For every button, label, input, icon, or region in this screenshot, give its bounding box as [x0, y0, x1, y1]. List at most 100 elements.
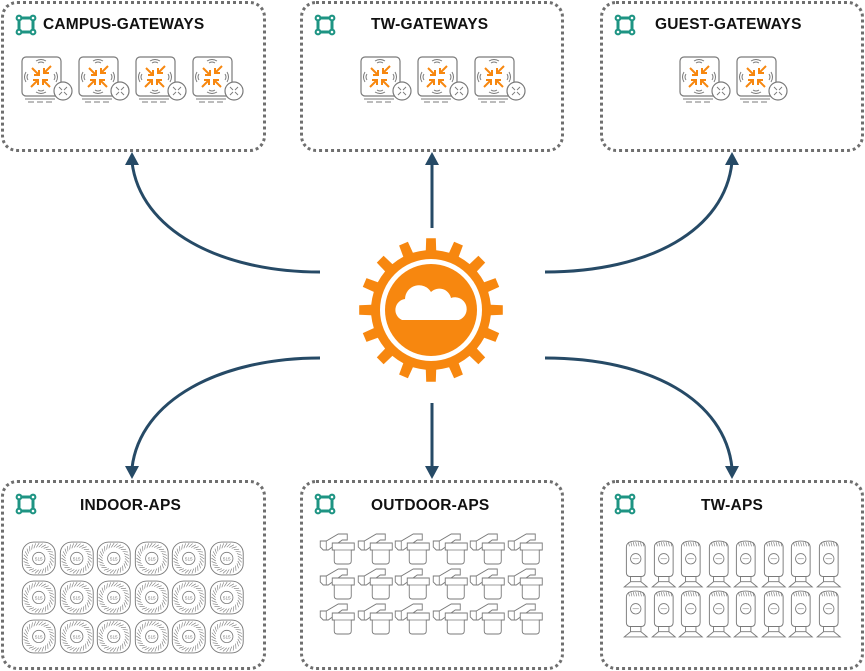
svg-text:515: 515 — [223, 635, 231, 640]
gateway-device-icon — [472, 54, 528, 104]
teleworker-ap-device-icon — [815, 539, 843, 589]
group-panel-guest-gateways[interactable]: GUEST-GATEWAYS — [600, 1, 864, 152]
outdoor-ap-device-icon — [431, 565, 469, 600]
indoor-ap-device-icon: 515 — [21, 580, 59, 617]
group-icon — [15, 14, 37, 36]
indoor-ap-device-icon: 515 — [209, 580, 247, 617]
group-panel-tw-gateways[interactable]: TW-GATEWAYS — [300, 1, 564, 152]
teleworker-ap-device-icon — [650, 539, 678, 589]
outdoor-ap-device-icon — [393, 530, 431, 565]
outdoor-ap-device-icon — [506, 530, 544, 565]
group-icon — [15, 493, 37, 515]
outdoor-ap-device-icon — [468, 530, 506, 565]
group-title: TW-APS — [701, 497, 764, 514]
svg-text:515: 515 — [223, 557, 231, 562]
svg-text:515: 515 — [148, 635, 156, 640]
svg-text:515: 515 — [73, 596, 81, 601]
teleworker-ap-device-icon — [760, 589, 788, 639]
gateway-device-icon — [415, 54, 471, 104]
svg-text:515: 515 — [110, 635, 118, 640]
indoor-ap-device-icon: 515 — [134, 541, 172, 578]
arrowhead-outdoor-aps — [425, 466, 439, 479]
arrowhead-indoor-aps — [125, 466, 139, 479]
teleworker-ap-device-icon — [705, 539, 733, 589]
outdoor-ap-device-icon — [468, 600, 506, 635]
svg-text:515: 515 — [223, 596, 231, 601]
indoor-ap-device-icon: 515 — [96, 619, 134, 656]
device-grid — [358, 54, 528, 104]
group-panel-outdoor-aps[interactable]: OUTDOOR-APS — [300, 480, 564, 670]
indoor-ap-device-icon: 515 — [59, 619, 97, 656]
gateway-device-icon — [190, 54, 246, 104]
gateway-device-icon — [76, 54, 132, 104]
teleworker-ap-device-icon — [650, 589, 678, 639]
arrow-to-guest-gateways — [544, 161, 734, 274]
teleworker-ap-device-icon — [622, 589, 650, 639]
teleworker-ap-device-icon — [787, 589, 815, 639]
arrow-to-campus-gateways — [130, 161, 321, 274]
arrowhead-campus-gateways — [125, 152, 139, 165]
outdoor-ap-device-icon — [431, 600, 469, 635]
device-grid — [622, 539, 842, 639]
cloud-icon — [395, 285, 467, 320]
svg-text:515: 515 — [73, 635, 81, 640]
indoor-ap-device-icon: 515 — [96, 580, 134, 617]
svg-text:515: 515 — [148, 596, 156, 601]
svg-text:515: 515 — [73, 557, 81, 562]
indoor-ap-device-icon: 515 — [171, 541, 209, 578]
indoor-ap-device-icon: 515 — [59, 541, 97, 578]
outdoor-ap-device-icon — [318, 530, 356, 565]
gateway-device-icon — [358, 54, 414, 104]
indoor-ap-device-icon: 515 — [59, 580, 97, 617]
teleworker-ap-device-icon — [787, 539, 815, 589]
group-panel-campus-gateways[interactable]: CAMPUS-GATEWAYS — [1, 1, 266, 152]
group-icon — [614, 14, 636, 36]
gateway-device-icon — [677, 54, 733, 104]
outdoor-ap-device-icon — [431, 530, 469, 565]
outdoor-ap-device-icon — [393, 600, 431, 635]
indoor-ap-device-icon: 515 — [171, 619, 209, 656]
outdoor-ap-device-icon — [356, 600, 394, 635]
svg-text:515: 515 — [110, 557, 118, 562]
indoor-ap-device-icon: 515 — [21, 541, 59, 578]
gear-cloud-icon — [359, 238, 503, 382]
indoor-ap-device-icon: 515 — [209, 619, 247, 656]
teleworker-ap-device-icon — [622, 539, 650, 589]
indoor-ap-device-icon: 515 — [134, 619, 172, 656]
group-title: GUEST-GATEWAYS — [655, 16, 802, 33]
indoor-ap-device-icon: 515 — [209, 541, 247, 578]
teleworker-ap-device-icon — [677, 589, 705, 639]
outdoor-ap-device-icon — [506, 600, 544, 635]
arrowhead-tw-gateways — [425, 152, 439, 165]
group-icon — [314, 14, 336, 36]
arrowhead-tw-aps — [725, 466, 739, 479]
group-icon — [614, 493, 636, 515]
group-title: CAMPUS-GATEWAYS — [43, 16, 205, 33]
group-title: INDOOR-APS — [80, 497, 182, 514]
group-title: OUTDOOR-APS — [371, 497, 490, 514]
svg-text:515: 515 — [148, 557, 156, 562]
outdoor-ap-device-icon — [506, 565, 544, 600]
gateway-device-icon — [133, 54, 189, 104]
group-panel-tw-aps[interactable]: TW-APS — [600, 480, 864, 670]
device-grid — [677, 54, 790, 104]
outdoor-ap-device-icon — [356, 565, 394, 600]
device-grid — [19, 54, 246, 104]
teleworker-ap-device-icon — [732, 589, 760, 639]
svg-text:515: 515 — [35, 596, 43, 601]
arrowhead-guest-gateways — [725, 152, 739, 165]
svg-text:515: 515 — [185, 635, 193, 640]
svg-text:515: 515 — [185, 596, 193, 601]
device-grid — [318, 530, 543, 635]
svg-text:515: 515 — [185, 557, 193, 562]
svg-text:515: 515 — [35, 635, 43, 640]
teleworker-ap-device-icon — [732, 539, 760, 589]
group-panel-indoor-aps[interactable]: INDOOR-APS 515 515 515 515 515 515 515 — [1, 480, 266, 670]
arrow-to-tw-aps — [544, 356, 734, 469]
teleworker-ap-device-icon — [705, 589, 733, 639]
group-icon — [314, 493, 336, 515]
group-title: TW-GATEWAYS — [371, 16, 489, 33]
arrow-to-indoor-aps — [130, 356, 321, 469]
outdoor-ap-device-icon — [318, 600, 356, 635]
